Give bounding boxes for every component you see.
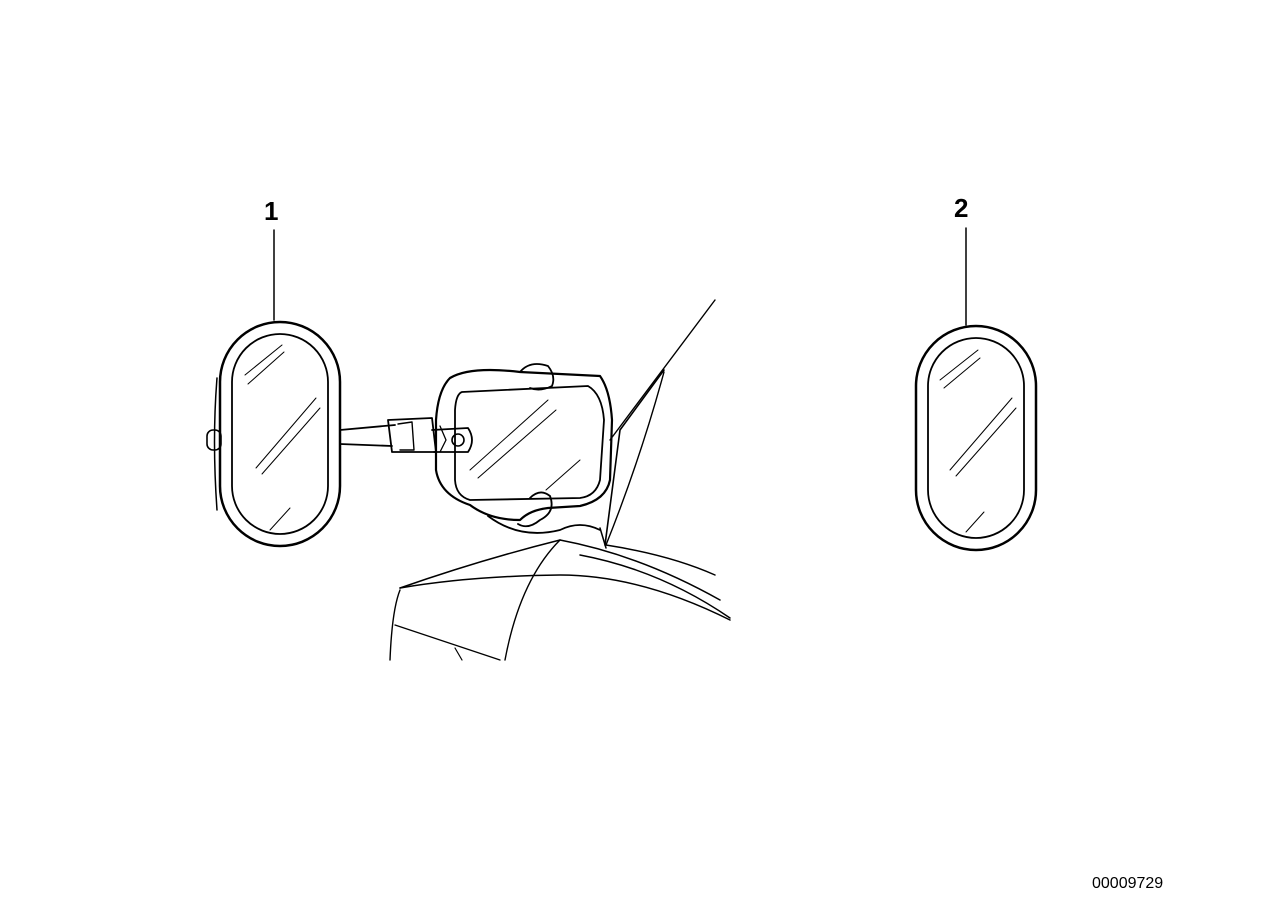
callout-label-2: 2 bbox=[954, 193, 969, 223]
mirror-arm bbox=[339, 417, 473, 453]
mirror-glass-1 bbox=[206, 320, 342, 548]
mirror-glass-2 bbox=[914, 324, 1038, 552]
callout-label-1: 1 bbox=[264, 196, 279, 226]
vehicle-a-pillar bbox=[604, 299, 716, 546]
drawing-number: 00009729 bbox=[1092, 875, 1164, 892]
vehicle-mirror-housing bbox=[434, 363, 614, 549]
vehicle-door-body bbox=[389, 539, 731, 661]
